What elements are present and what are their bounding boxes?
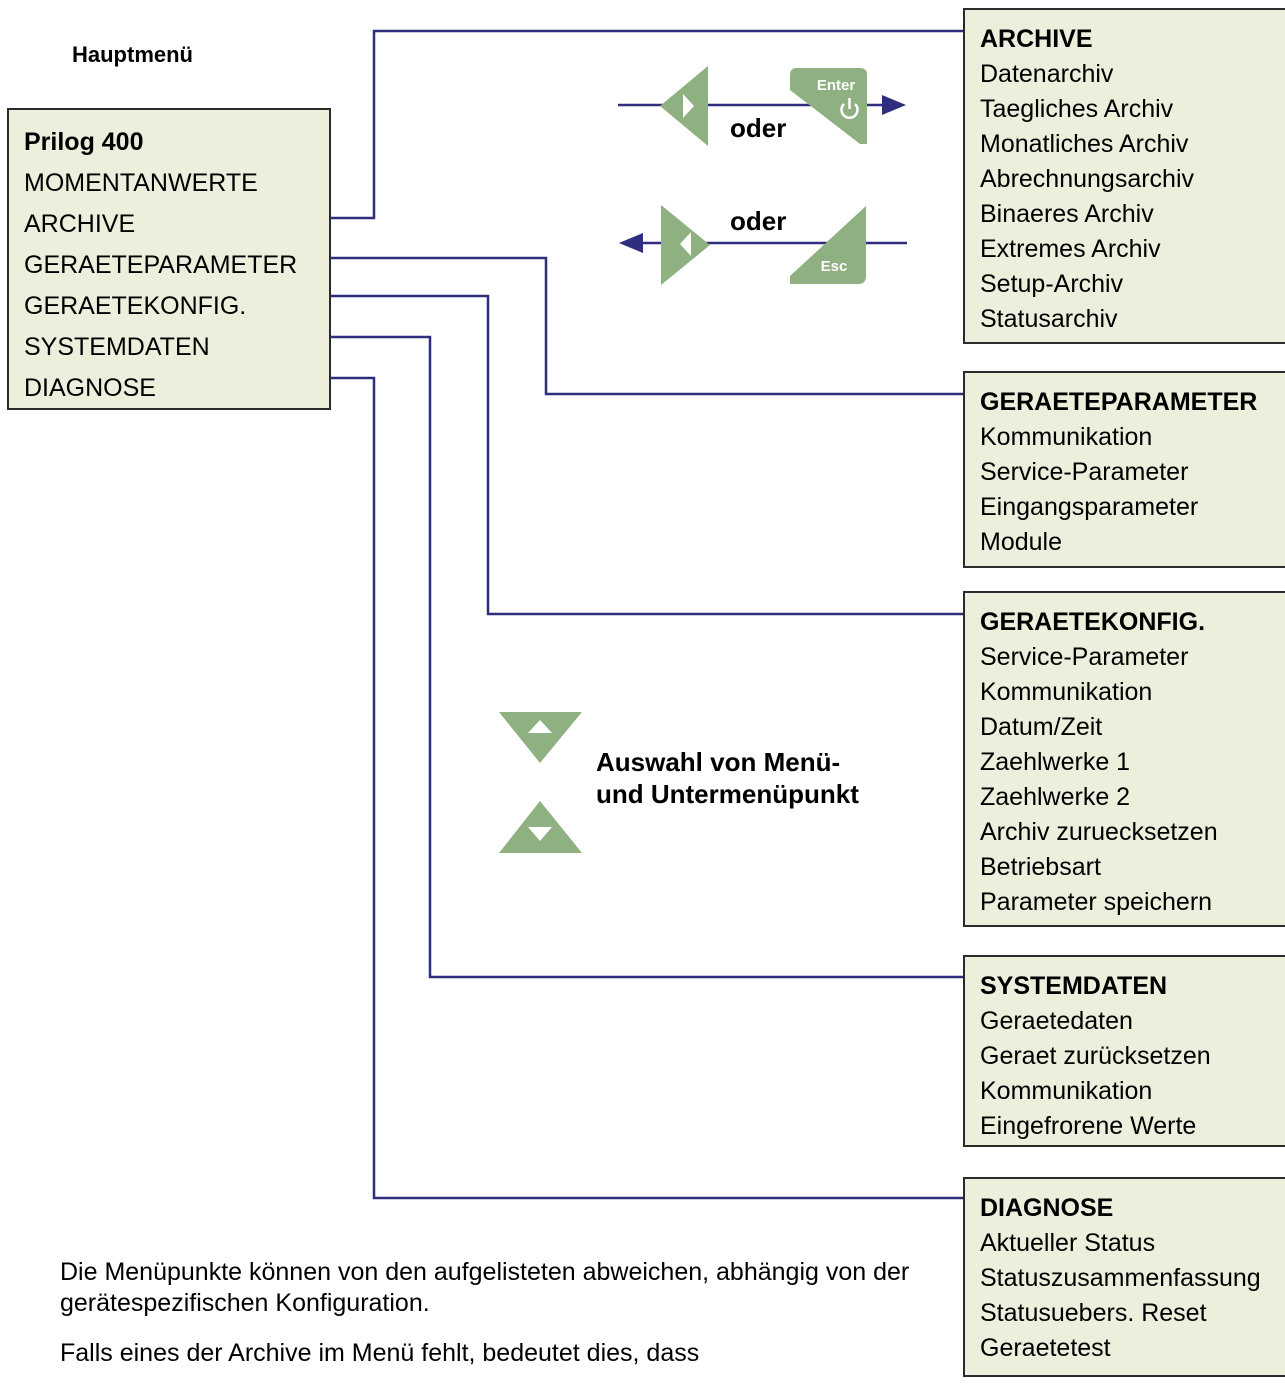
submenu-item[interactable]: Eingangsparameter bbox=[980, 493, 1199, 521]
footer-note-2: Falls eines der Archive im Menü fehlt, b… bbox=[60, 1339, 700, 1367]
submenu-title: ARCHIVE bbox=[980, 25, 1093, 53]
connector-diagnose bbox=[331, 376, 963, 1200]
submenu-item[interactable]: Datenarchiv bbox=[980, 60, 1114, 88]
submenu-item[interactable]: Setup-Archiv bbox=[980, 270, 1124, 298]
submenu-geraetekonfig: GERAETEKONFIG. Service-Parameter Kommuni… bbox=[963, 591, 1285, 927]
left-key-icon bbox=[661, 205, 710, 285]
up-key-icon bbox=[499, 801, 582, 853]
submenu-item[interactable]: Eingefrorene Werte bbox=[980, 1112, 1197, 1140]
submenu-item[interactable]: Zaehlwerke 1 bbox=[980, 748, 1131, 776]
submenu-item[interactable]: Kommunikation bbox=[980, 1077, 1153, 1105]
submenu-item[interactable]: Betriebsart bbox=[980, 853, 1101, 881]
submenu-item[interactable]: Parameter speichern bbox=[980, 888, 1213, 916]
main-menu-heading: Hauptmenü bbox=[72, 42, 193, 67]
submenu-item[interactable]: Statusuebers. Reset bbox=[980, 1299, 1207, 1327]
submenu-item[interactable]: Monatliches Archiv bbox=[980, 130, 1189, 158]
menu-item-systemdaten[interactable]: SYSTEMDATEN bbox=[24, 333, 210, 361]
submenu-item[interactable]: Aktueller Status bbox=[980, 1229, 1156, 1257]
submenu-item[interactable]: Taegliches Archiv bbox=[980, 95, 1174, 123]
submenu-title: SYSTEMDATEN bbox=[980, 972, 1168, 1000]
main-menu-title: Prilog 400 bbox=[24, 128, 144, 156]
connector-systemdaten bbox=[331, 335, 963, 979]
submenu-item[interactable]: Statuszusammenfassung bbox=[980, 1264, 1261, 1292]
submenu-item[interactable]: Extremes Archiv bbox=[980, 235, 1161, 263]
submenu-title: GERAETEPARAMETER bbox=[980, 388, 1258, 416]
connector-geraetekonfig bbox=[331, 294, 963, 616]
submenu-item[interactable]: Service-Parameter bbox=[980, 643, 1189, 671]
submenu-item[interactable]: Archiv zuruecksetzen bbox=[980, 818, 1218, 846]
menu-item-diagnose[interactable]: DIAGNOSE bbox=[24, 374, 156, 402]
submenu-title: DIAGNOSE bbox=[980, 1194, 1114, 1222]
back-arrowhead-icon bbox=[619, 233, 643, 253]
oder-label-forward: oder bbox=[730, 113, 787, 143]
menu-item-momentanwerte[interactable]: MOMENTANWERTE bbox=[24, 169, 258, 197]
oder-label-back: oder bbox=[730, 206, 787, 236]
svg-text:Enter: Enter bbox=[817, 77, 856, 94]
enter-key-icon: Enter bbox=[790, 68, 867, 144]
submenu-item[interactable]: Statusarchiv bbox=[980, 305, 1118, 333]
submenu-item[interactable]: Kommunikation bbox=[980, 423, 1153, 451]
submenu-item[interactable]: Abrechnungsarchiv bbox=[980, 165, 1195, 193]
submenu-item[interactable]: Geraetetest bbox=[980, 1334, 1111, 1362]
footer-notes: Die Menüpunkte können von den aufgeliste… bbox=[60, 1257, 920, 1388]
connector-geraeteparameter bbox=[331, 256, 963, 396]
selection-hint-line2: und Untermenüpunkt bbox=[596, 779, 859, 809]
connector-archive bbox=[331, 29, 963, 220]
submenu-geraeteparameter: GERAETEPARAMETER Kommunikation Service-P… bbox=[963, 371, 1285, 568]
right-key-icon bbox=[660, 66, 708, 146]
selection-hint: Auswahl von Menü- und Untermenüpunkt bbox=[596, 746, 859, 810]
submenu-item[interactable]: Kommunikation bbox=[980, 678, 1153, 706]
submenu-item[interactable]: Zaehlwerke 2 bbox=[980, 783, 1131, 811]
forward-arrowhead-icon bbox=[882, 95, 906, 115]
submenu-item[interactable]: Datum/Zeit bbox=[980, 713, 1103, 741]
svg-text:Esc: Esc bbox=[821, 258, 848, 275]
menu-item-geraeteparameter[interactable]: GERAETEPARAMETER bbox=[24, 251, 298, 279]
main-menu-box: Prilog 400 MOMENTANWERTE ARCHIVE GERAETE… bbox=[7, 108, 331, 410]
submenu-title: GERAETEKONFIG. bbox=[980, 608, 1206, 636]
selection-hint-line1: Auswahl von Menü- bbox=[596, 747, 841, 777]
menu-item-archive[interactable]: ARCHIVE bbox=[24, 210, 136, 238]
submenu-item[interactable]: Geraetedaten bbox=[980, 1007, 1133, 1035]
down-key-icon bbox=[499, 712, 582, 763]
esc-key-icon: Esc bbox=[790, 206, 866, 284]
submenu-item[interactable]: Module bbox=[980, 528, 1062, 556]
submenu-item[interactable]: Geraet zurücksetzen bbox=[980, 1042, 1211, 1070]
menu-item-geraetekonfig[interactable]: GERAETEKONFIG. bbox=[24, 292, 247, 320]
footer-note-1: Die Menüpunkte können von den aufgeliste… bbox=[60, 1258, 910, 1317]
submenu-item[interactable]: Binaeres Archiv bbox=[980, 200, 1154, 228]
submenu-systemdaten: SYSTEMDATEN Geraetedaten Geraet zurückse… bbox=[963, 955, 1285, 1147]
submenu-archive: ARCHIVE Datenarchiv Taegliches Archiv Mo… bbox=[963, 8, 1285, 344]
submenu-item[interactable]: Service-Parameter bbox=[980, 458, 1189, 486]
submenu-diagnose: DIAGNOSE Aktueller Status Statuszusammen… bbox=[963, 1177, 1285, 1377]
